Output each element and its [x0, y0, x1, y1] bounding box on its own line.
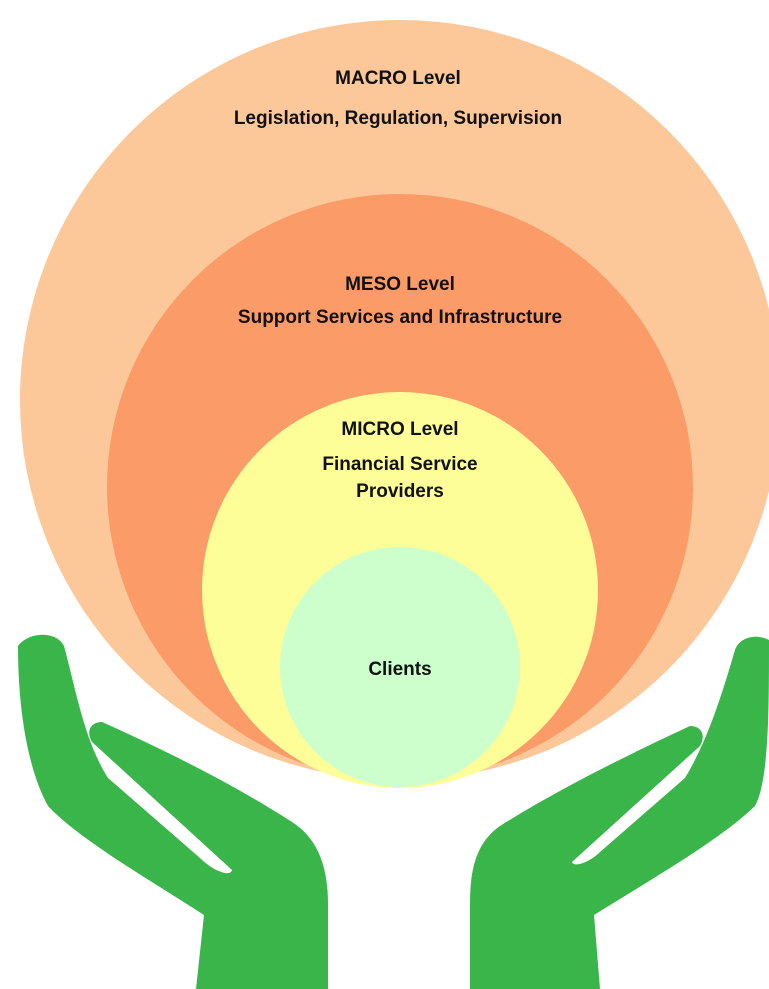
- micro-level-title: MICRO Level: [341, 419, 458, 440]
- micro-level-subtitle-line1: Financial Service: [322, 454, 477, 475]
- clients-label: Clients: [368, 659, 431, 680]
- right-hand-icon: [470, 636, 769, 989]
- macro-level-subtitle: Legislation, Regulation, Supervision: [234, 108, 562, 129]
- micro-level-subtitle-line2: Providers: [356, 481, 444, 502]
- meso-level-subtitle: Support Services and Infrastructure: [238, 307, 562, 328]
- meso-level-title: MESO Level: [345, 274, 455, 295]
- left-hand-icon: [18, 634, 328, 989]
- macro-level-title: MACRO Level: [335, 68, 461, 89]
- clients-circle: [280, 547, 520, 787]
